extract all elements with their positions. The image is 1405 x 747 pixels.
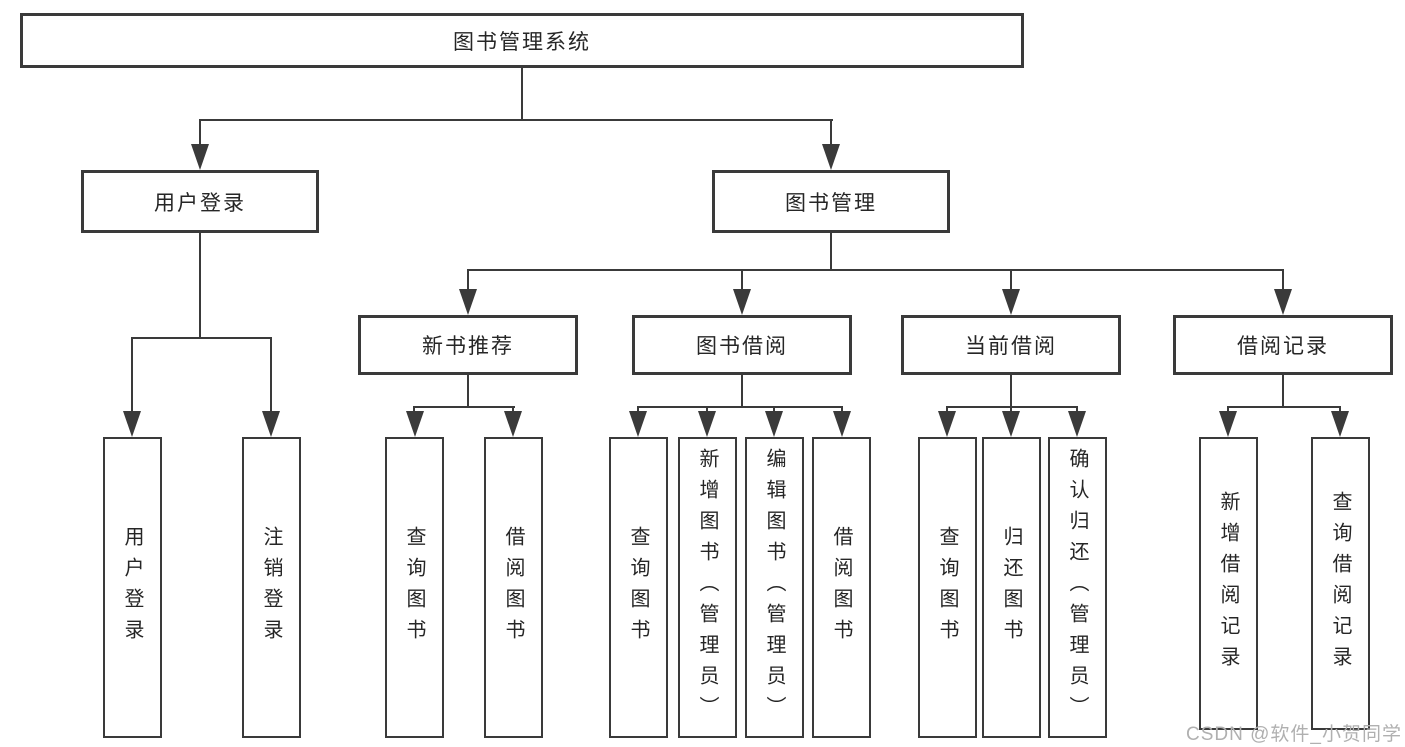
connector-line: [467, 269, 1284, 271]
arrow-down-icon: [733, 289, 751, 315]
leaf-add-borrow-record: 新增借阅记录: [1199, 437, 1258, 730]
leaf-borrow-books-recommend: 借阅图书: [484, 437, 543, 738]
connector-line: [131, 337, 133, 415]
connector-line: [841, 406, 843, 415]
leaf-confirm-return-admin: 确认归还（管理员）: [1048, 437, 1107, 738]
connector-line: [413, 406, 515, 408]
arrow-down-icon: [1002, 411, 1020, 437]
connector-line: [830, 119, 832, 146]
node-current-borrowing: 当前借阅: [901, 315, 1121, 375]
connector-line: [946, 406, 1078, 408]
arrow-down-icon: [191, 144, 209, 170]
connector-line: [830, 233, 832, 271]
node-root: 图书管理系统: [20, 13, 1024, 68]
arrow-down-icon: [1002, 289, 1020, 315]
arrow-down-icon: [938, 411, 956, 437]
connector-line: [637, 406, 639, 415]
leaf-logout: 注销登录: [242, 437, 301, 738]
connector-line: [199, 119, 201, 146]
node-user-login: 用户登录: [81, 170, 319, 233]
arrow-down-icon: [262, 411, 280, 437]
leaf-return-books: 归还图书: [982, 437, 1041, 738]
connector-line: [1076, 406, 1078, 415]
watermark: CSDN @软件_小贺同学: [1186, 724, 1402, 745]
arrow-down-icon: [459, 289, 477, 315]
leaf-edit-book-admin: 编辑图书（管理员）: [745, 437, 804, 738]
connector-line: [773, 406, 775, 415]
node-new-book-recommend: 新书推荐: [358, 315, 578, 375]
node-book-borrowing: 图书借阅: [632, 315, 852, 375]
leaf-query-books-current: 查询图书: [918, 437, 977, 738]
arrow-down-icon: [765, 411, 783, 437]
connector-line: [512, 406, 514, 415]
connector-line: [1010, 269, 1012, 291]
arrow-down-icon: [1219, 411, 1237, 437]
connector-line: [1010, 406, 1012, 415]
leaf-query-borrow-record: 查询借阅记录: [1311, 437, 1370, 730]
connector-line: [946, 406, 948, 415]
node-borrowing-records: 借阅记录: [1173, 315, 1393, 375]
connector-line: [270, 337, 272, 415]
arrow-down-icon: [822, 144, 840, 170]
connector-line: [637, 406, 843, 408]
connector-line: [521, 68, 523, 121]
connector-line: [1227, 406, 1229, 415]
arrow-down-icon: [406, 411, 424, 437]
arrow-down-icon: [698, 411, 716, 437]
arrow-down-icon: [1274, 289, 1292, 315]
connector-line: [467, 269, 469, 291]
connector-line: [741, 269, 743, 291]
connector-line: [1010, 375, 1012, 408]
connector-line: [1339, 406, 1341, 415]
leaf-add-book-admin: 新增图书（管理员）: [678, 437, 737, 738]
connector-line: [1282, 375, 1284, 408]
leaf-query-books-borrowing: 查询图书: [609, 437, 668, 738]
leaf-borrow-books-borrowing: 借阅图书: [812, 437, 871, 738]
arrow-down-icon: [1068, 411, 1086, 437]
leaf-query-books-recommend: 查询图书: [385, 437, 444, 738]
connector-line: [706, 406, 708, 415]
connector-line: [131, 337, 272, 339]
leaf-user-login: 用户登录: [103, 437, 162, 738]
arrow-down-icon: [504, 411, 522, 437]
arrow-down-icon: [833, 411, 851, 437]
connector-line: [741, 375, 743, 408]
connector-line: [1282, 269, 1284, 291]
connector-line: [1227, 406, 1341, 408]
connector-line: [467, 375, 469, 408]
connector-line: [413, 406, 415, 415]
arrow-down-icon: [629, 411, 647, 437]
node-book-management: 图书管理: [712, 170, 950, 233]
arrow-down-icon: [123, 411, 141, 437]
arrow-down-icon: [1331, 411, 1349, 437]
connector-line: [199, 119, 833, 121]
connector-line: [199, 233, 201, 339]
